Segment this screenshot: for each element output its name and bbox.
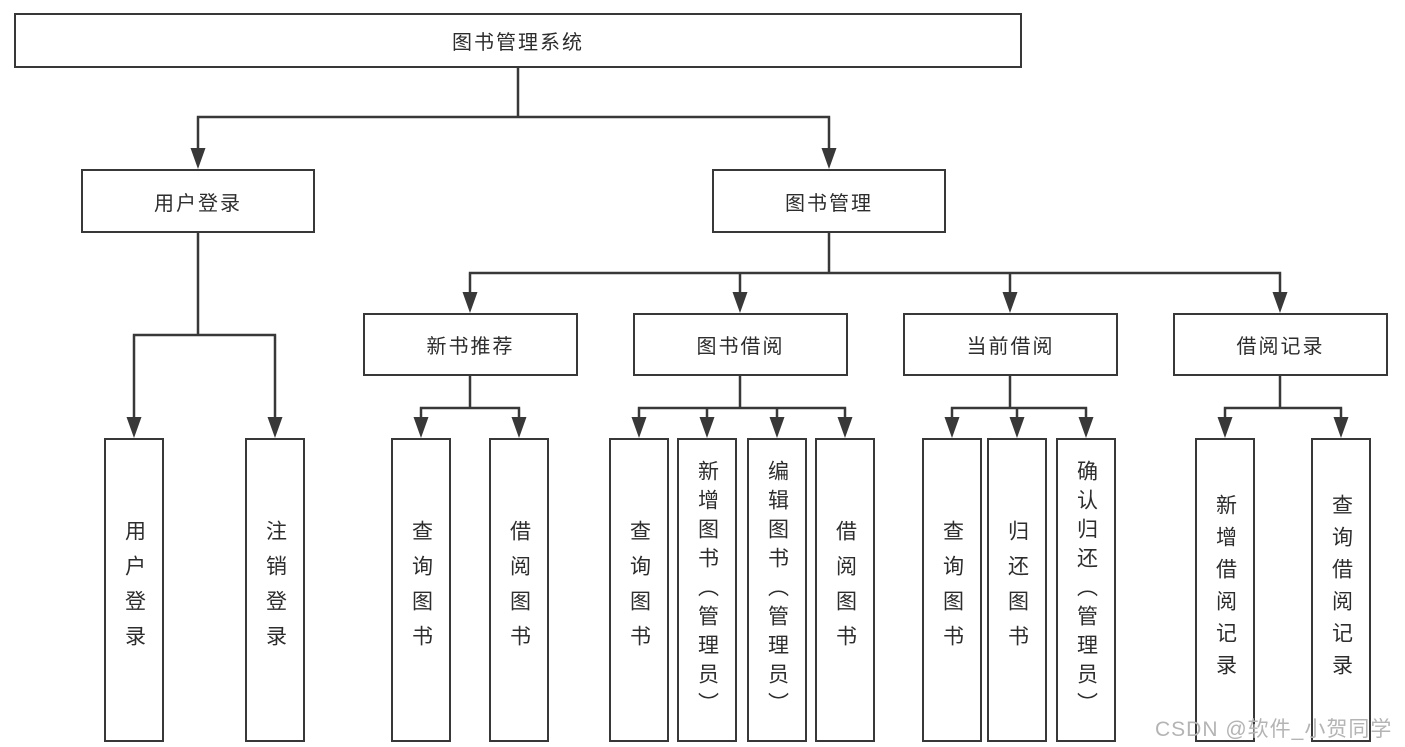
leaf-logout-label: 注销登录 bbox=[263, 520, 287, 660]
node-book-borrow: 图书借阅 bbox=[633, 313, 848, 376]
leaf-return-books: 归还图书 bbox=[987, 438, 1047, 742]
node-book-management-label: 图书管理 bbox=[785, 192, 873, 215]
leaf-query-borrow-record: 查询借阅记录 bbox=[1311, 438, 1371, 742]
node-current-borrow-label: 当前借阅 bbox=[966, 336, 1055, 358]
leaf-query-books-recommend-label: 查询图书 bbox=[409, 520, 433, 660]
connector-arrows bbox=[126, 148, 1349, 438]
node-root-label: 图书管理系统 bbox=[452, 32, 584, 54]
node-current-borrow: 当前借阅 bbox=[903, 313, 1118, 376]
leaf-borrow-books-recommend: 借阅图书 bbox=[489, 438, 549, 742]
leaf-query-books-current-label: 查询图书 bbox=[940, 520, 964, 660]
leaf-logout: 注销登录 bbox=[245, 438, 305, 742]
leaf-query-books-borrow: 查询图书 bbox=[609, 438, 669, 742]
leaf-user-login-label: 用户登录 bbox=[122, 520, 146, 660]
leaf-confirm-return-admin: 确认归还（管理员） bbox=[1056, 438, 1116, 742]
node-user-login-label: 用户登录 bbox=[154, 192, 242, 215]
node-user-login: 用户登录 bbox=[81, 169, 315, 233]
leaf-borrow-books: 借阅图书 bbox=[815, 438, 875, 742]
leaf-edit-book-admin-label: 编辑图书（管理员） bbox=[765, 459, 789, 721]
leaf-query-borrow-record-label: 查询借阅记录 bbox=[1329, 494, 1353, 686]
node-book-borrow-label: 图书借阅 bbox=[696, 336, 785, 358]
leaf-return-books-label: 归还图书 bbox=[1005, 520, 1029, 660]
leaf-edit-book-admin: 编辑图书（管理员） bbox=[747, 438, 807, 742]
leaf-add-book-admin-label: 新增图书（管理员） bbox=[695, 459, 719, 721]
node-new-book-recommend-label: 新书推荐 bbox=[426, 336, 515, 358]
leaf-query-books-current: 查询图书 bbox=[922, 438, 982, 742]
leaf-add-borrow-record-label: 新增借阅记录 bbox=[1213, 494, 1237, 686]
leaf-add-book-admin: 新增图书（管理员） bbox=[677, 438, 737, 742]
node-root: 图书管理系统 bbox=[14, 13, 1022, 68]
node-book-management: 图书管理 bbox=[712, 169, 946, 233]
leaf-confirm-return-admin-label: 确认归还（管理员） bbox=[1074, 459, 1098, 721]
leaf-borrow-books-recommend-label: 借阅图书 bbox=[507, 520, 531, 660]
connector-paths bbox=[132, 66, 1343, 421]
leaf-query-books-borrow-label: 查询图书 bbox=[627, 520, 651, 660]
leaf-user-login: 用户登录 bbox=[104, 438, 164, 742]
node-new-book-recommend: 新书推荐 bbox=[363, 313, 578, 376]
leaf-query-books-recommend: 查询图书 bbox=[391, 438, 451, 742]
leaf-add-borrow-record: 新增借阅记录 bbox=[1195, 438, 1255, 742]
node-borrow-records: 借阅记录 bbox=[1173, 313, 1388, 376]
node-borrow-records-label: 借阅记录 bbox=[1236, 336, 1325, 358]
watermark: CSDN @软件_小贺同学 bbox=[1155, 718, 1393, 741]
leaf-borrow-books-label: 借阅图书 bbox=[833, 520, 857, 660]
